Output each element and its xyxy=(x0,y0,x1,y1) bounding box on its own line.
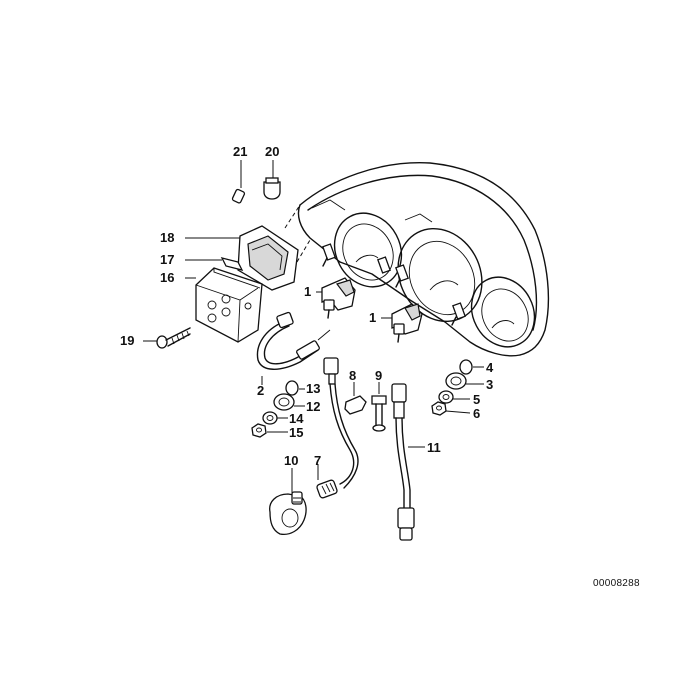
callout-16: 16 xyxy=(160,270,175,285)
screw-part-19 xyxy=(143,327,191,349)
sleeve-part-13 xyxy=(285,380,305,396)
bolt-part-9 xyxy=(371,382,387,432)
callout-10: 10 xyxy=(284,453,299,468)
callout-8: 8 xyxy=(349,368,357,383)
callout-5: 5 xyxy=(473,392,481,407)
callout-15: 15 xyxy=(289,425,304,440)
callout-13: 13 xyxy=(306,381,321,396)
callout-6: 6 xyxy=(473,406,481,421)
nut-part-6 xyxy=(431,401,471,416)
angle-drive-part-1-right xyxy=(381,303,423,343)
bulb-part-21 xyxy=(231,160,246,204)
callout-2: 2 xyxy=(257,383,265,398)
callout-21: 21 xyxy=(233,144,248,159)
sleeve-part-4 xyxy=(459,359,484,375)
callout-19: 19 xyxy=(120,333,135,348)
callout-4: 4 xyxy=(486,360,494,375)
callout-11: 11 xyxy=(427,440,441,455)
callout-14: 14 xyxy=(289,411,304,426)
washer-part-14 xyxy=(262,411,288,425)
control-unit-part-16 xyxy=(185,267,263,343)
callout-20: 20 xyxy=(265,144,280,159)
nut-part-15 xyxy=(251,423,288,438)
grommet-part-3 xyxy=(445,372,484,390)
callout-17: 17 xyxy=(160,252,175,267)
callout-7: 7 xyxy=(314,453,322,468)
sensor-part-10 xyxy=(269,468,307,536)
bulb-socket-part-20 xyxy=(263,160,281,200)
callout-9: 9 xyxy=(375,368,383,383)
cable-part-11 xyxy=(391,383,425,541)
dashed-assembly-line xyxy=(296,239,311,263)
cover-part-18 xyxy=(185,225,299,291)
clip-part-8 xyxy=(344,382,367,415)
callout-3: 3 xyxy=(486,377,494,392)
washer-part-5 xyxy=(438,390,470,404)
angle-drive-part-1-left xyxy=(316,277,356,319)
callout-1-left: 1 xyxy=(304,284,312,299)
grommet-part-12 xyxy=(273,393,305,411)
callout-12: 12 xyxy=(306,399,321,414)
instrument-cluster-housing xyxy=(297,162,550,357)
document-id: 00008288 xyxy=(593,578,640,589)
gasket-part-17 xyxy=(185,257,244,271)
callout-18: 18 xyxy=(160,230,175,245)
cable-part-2 xyxy=(256,311,331,385)
cable-part-7 xyxy=(316,357,359,499)
callout-1-right: 1 xyxy=(369,310,377,325)
dashed-assembly-line xyxy=(284,204,301,229)
